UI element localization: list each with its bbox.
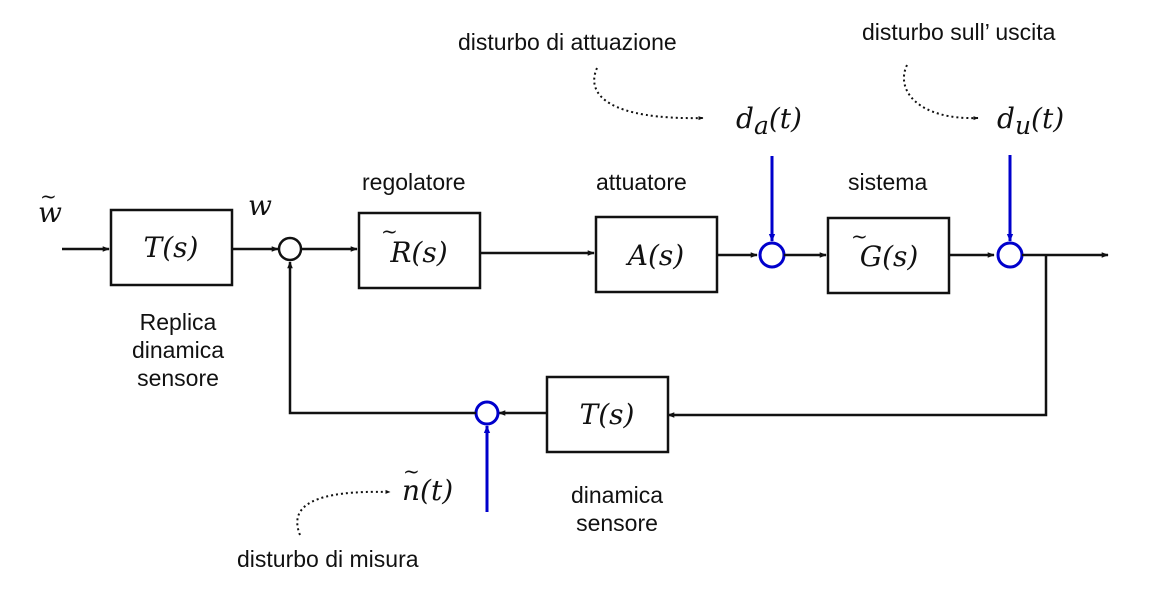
- block-T-left: [109, 208, 234, 287]
- da-symbol: da(t): [736, 102, 802, 140]
- block-A: [594, 215, 719, 294]
- dotted-arrow-misura: [296, 489, 391, 536]
- feedback-wire-right: [667, 255, 1048, 418]
- block-T-left-label: T(s): [144, 231, 199, 264]
- label-disturbo-attuazione: disturbo di attuazione: [458, 29, 677, 55]
- label-replica-line1: Replica: [140, 309, 217, 335]
- label-disturbo-misura: disturbo di misura: [237, 546, 419, 572]
- block-T-feedback: [545, 375, 670, 454]
- block-R-tilde: ~: [381, 219, 398, 243]
- block-R: [357, 211, 482, 290]
- dotted-arrow-attuazione: [593, 67, 704, 121]
- feedback-wire-left: [287, 261, 476, 415]
- label-replica-line2: dinamica: [132, 337, 224, 363]
- du-symbol: du(t): [997, 102, 1064, 140]
- label-regolatore: regolatore: [362, 169, 466, 195]
- block-R-label: R(s): [389, 236, 447, 269]
- dotted-arrow-uscita: [902, 64, 979, 121]
- label-dinamica-line2: sensore: [576, 510, 658, 536]
- w-symbol: w: [248, 189, 272, 222]
- n-symbol: n(t): [402, 474, 453, 507]
- junction-noise: [474, 400, 500, 426]
- block-A-label: A(s): [625, 239, 684, 272]
- block-G-label: G(s): [860, 240, 919, 273]
- n-tilde: ~: [403, 459, 420, 483]
- junction-du: [996, 241, 1024, 269]
- block-T-feedback-label: T(s): [580, 398, 635, 431]
- junction-da: [758, 241, 786, 269]
- summing-junction: [277, 236, 303, 262]
- label-attuatore: attuatore: [596, 169, 687, 195]
- label-dinamica-line1: dinamica: [571, 482, 663, 508]
- label-replica-line3: sensore: [137, 365, 219, 391]
- block-G: [826, 216, 951, 295]
- w-tilde-symbol: w: [38, 196, 62, 229]
- label-sistema: sistema: [848, 169, 927, 195]
- block-G-tilde: ~: [851, 224, 868, 248]
- w-tilde-tilde: ~: [40, 184, 57, 208]
- label-disturbo-uscita: disturbo sull’ uscita: [862, 19, 1056, 45]
